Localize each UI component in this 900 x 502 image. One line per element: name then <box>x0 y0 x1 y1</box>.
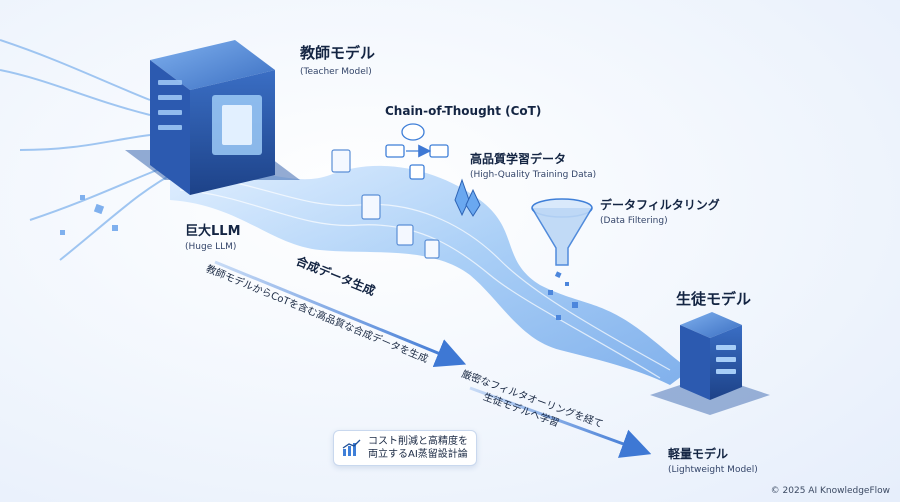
huge-llm-subtitle: (Huge LLM) <box>185 242 237 252</box>
teacher-title: 教師モデル <box>300 44 376 62</box>
filter-title: データフィルタリング <box>600 198 720 212</box>
teacher-label: 教師モデル (Teacher Model) <box>300 42 375 77</box>
chart-icon <box>342 439 361 456</box>
note-line2: 両立するAI蒸留設計論 <box>368 449 468 460</box>
teacher-model-server <box>125 40 300 195</box>
note-line1: コスト削減と高精度を <box>368 436 468 447</box>
crystal-icon <box>454 178 481 217</box>
document-icons <box>331 149 440 259</box>
lightweight-subtitle: (Lightweight Model) <box>668 465 758 475</box>
summary-note: コスト削減と高精度を 両立するAI蒸留設計論 <box>333 430 477 466</box>
stream-lines <box>179 174 671 379</box>
cot-title: Chain-of-Thought (CoT) <box>385 104 542 118</box>
filter-label: データフィルタリング (Data Filtering) <box>600 196 720 226</box>
huge-llm-title: 巨大LLM <box>185 224 241 239</box>
floating-cubes <box>60 195 118 235</box>
hq-data-subtitle: (High-Quality Training Data) <box>470 170 597 180</box>
data-stream <box>170 160 690 385</box>
lightweight-label: 軽量モデル (Lightweight Model) <box>668 445 758 475</box>
lightweight-title: 軽量モデル <box>668 447 729 461</box>
huge-llm-label: 巨大LLM (Huge LLM) <box>185 220 241 252</box>
student-title: 生徒モデル <box>676 290 752 308</box>
student-model-server <box>650 312 770 415</box>
hq-data-title: 高品質学習データ <box>470 152 567 166</box>
filter-subtitle: (Data Filtering) <box>600 216 668 226</box>
cot-flow-icon <box>385 123 449 180</box>
teacher-subtitle: (Teacher Model) <box>300 67 372 77</box>
training-arrow <box>469 386 652 458</box>
hq-data-label: 高品質学習データ (High-Quality Training Data) <box>470 150 596 180</box>
funnel-icon <box>531 198 593 320</box>
footer-credit: © 2025 AI KnowledgeFlow <box>770 486 890 496</box>
synthesis-arrow <box>214 260 467 368</box>
